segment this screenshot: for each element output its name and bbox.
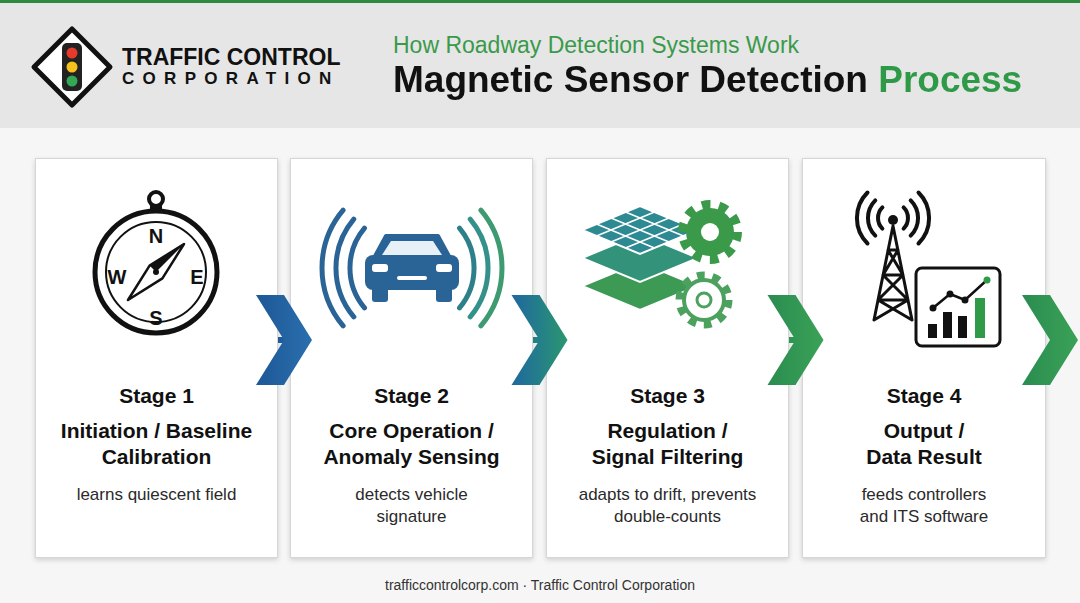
stage-description: learns quiescent field — [77, 484, 237, 506]
stage-description: adapts to drift, prevents double-counts — [568, 484, 768, 528]
chart-dot — [947, 291, 954, 298]
chart-panel — [916, 268, 1000, 346]
chart-dot — [984, 277, 991, 284]
filter-icon — [582, 205, 737, 324]
antenna-tip — [888, 215, 898, 225]
logo-text: CORPORATION — [122, 69, 340, 89]
car-body — [365, 255, 459, 290]
stage-number: Stage 4 — [887, 383, 962, 409]
filter-layer — [582, 234, 698, 282]
gear-body — [684, 280, 724, 320]
filter-layer — [582, 206, 698, 254]
radio-wave — [857, 193, 882, 244]
flow-chevron — [512, 295, 568, 385]
header-band — [0, 0, 1080, 128]
connector-line — [789, 337, 802, 343]
flow-chevron — [256, 295, 312, 385]
gear-teeth — [683, 205, 737, 259]
stage-description: detects vehicle signature — [337, 484, 487, 528]
chart-bar — [975, 298, 985, 338]
stage-card: Stage 2 Core Operation / Anomaly Sensing d… — [290, 158, 533, 558]
stage-heading: Core Operation / Anomaly Sensing — [304, 418, 519, 470]
radio-wave — [904, 193, 929, 244]
flow-chevron — [768, 295, 824, 385]
car-headlight — [436, 264, 452, 272]
signal-wave — [460, 228, 475, 308]
compass-body — [95, 211, 217, 333]
chart-bar — [958, 316, 967, 338]
trailing-chevron — [1022, 295, 1078, 385]
chart-bar — [943, 312, 952, 338]
vehicle-icon — [322, 210, 502, 326]
compass-ring — [149, 192, 163, 206]
filter-grid — [597, 212, 684, 248]
compass-pivot — [153, 269, 159, 275]
green-lamp — [67, 76, 78, 87]
stage-number: Stage 1 — [119, 383, 194, 409]
compass-needle — [128, 244, 184, 300]
car-roof — [374, 236, 450, 258]
chevron-arrowhead — [256, 295, 312, 385]
car-windshield — [382, 241, 442, 255]
car-wheel — [372, 286, 388, 302]
gear-hole — [701, 223, 719, 241]
signal-wave — [481, 210, 502, 326]
stage-number: Stage 3 — [630, 383, 705, 409]
logo-text: TRAFFIC CONTROL — [122, 43, 340, 71]
traffic-light-housing — [62, 43, 82, 91]
header-accent-line — [0, 0, 1080, 3]
car-wheel — [436, 286, 452, 302]
signal-wave — [336, 219, 354, 317]
compass-needle-tip — [150, 244, 184, 272]
compass-icon — [95, 192, 217, 333]
chart-bar — [928, 324, 937, 338]
yellow-lamp — [67, 62, 78, 73]
red-lamp — [67, 48, 78, 59]
gear-body — [686, 208, 734, 256]
car-headlight — [372, 264, 388, 272]
footer-caption: trafficcontrolcorp.com · Traffic Control… — [0, 576, 1080, 594]
stage-card: Stage 1 Initiation / Baseline Calibration… — [35, 158, 278, 558]
signal-wave — [350, 228, 365, 308]
diagram-title: Magnetic Sensor Detection Process — [393, 58, 1022, 102]
stage-description: feeds controllers and ITS software — [853, 484, 995, 528]
chart-line — [933, 280, 987, 308]
car-grille — [397, 276, 427, 280]
gear-teeth — [680, 276, 728, 324]
connector-layer — [256, 295, 824, 385]
stage-heading: Regulation / Signal Filtering — [583, 418, 753, 470]
connector-line — [533, 337, 546, 343]
stage-number: Stage 2 — [374, 383, 449, 409]
connector-line — [278, 337, 290, 343]
chevron-arrowhead — [768, 295, 824, 385]
chevron-arrowhead — [512, 295, 568, 385]
signal-wave — [470, 219, 488, 317]
stage-heading: Output / Data Result — [862, 418, 986, 470]
logo-diamond — [34, 29, 110, 105]
compass-stem — [150, 205, 162, 211]
output-icon — [857, 193, 1000, 347]
signal-wave — [322, 210, 343, 326]
chart-dot — [930, 305, 937, 312]
radio-tower — [874, 226, 912, 320]
chart-dot — [962, 297, 969, 304]
stage-card: Stage 4 Output / Data Result feeds control… — [802, 158, 1046, 558]
compass-dial — [106, 222, 206, 322]
stage-heading: Initiation / Baseline Calibration — [44, 418, 269, 470]
stage-card: Stage 3 Regulation / Signal Filtering adap… — [546, 158, 789, 558]
filter-layer — [582, 262, 698, 310]
subtitle: How Roadway Detection Systems Work — [393, 31, 799, 59]
gear-hole — [697, 293, 711, 307]
